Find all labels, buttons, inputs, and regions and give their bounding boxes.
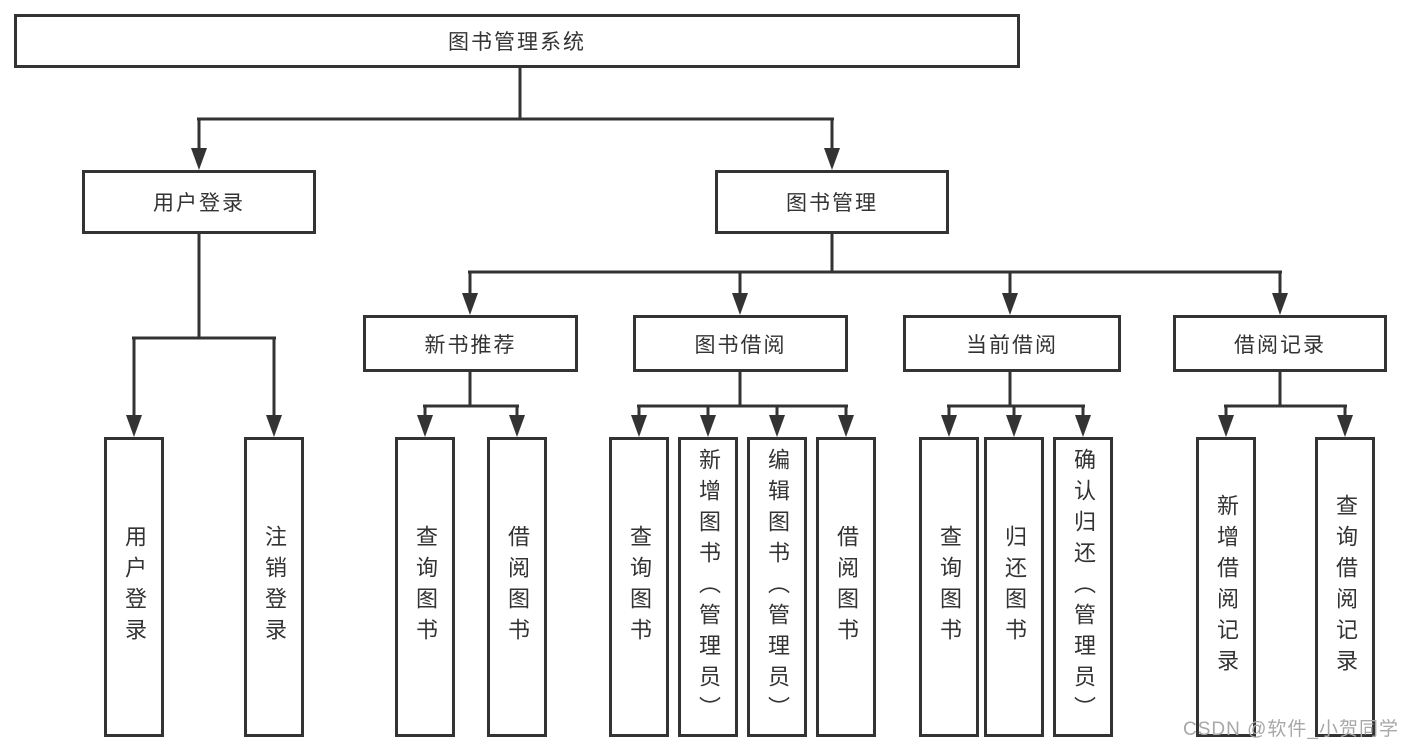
connector-book-management-children [468,234,1282,297]
node-user-login: 用户登录 [82,170,316,234]
node-new-book-recommend: 新书推荐 [363,315,578,372]
csdn-watermark: CSDN @软件_小贺同学 [1183,719,1399,740]
arrowhead-down [1337,415,1353,437]
node-label: 用户登录 [153,192,245,215]
leaf-label: 借阅图书 [505,525,530,649]
node-borrowing-records: 借阅记录 [1173,315,1387,372]
arrowhead-down [1075,415,1091,437]
connector-root-children [197,68,834,152]
arrowhead-down [838,415,854,437]
leaf-recommend-borrow-book: 借阅图书 [487,437,547,737]
leaf-user-login: 用户登录 [104,437,164,737]
leaf-borrowing-query-book: 查询图书 [609,437,669,737]
leaf-label: 查询图书 [627,525,652,649]
arrowhead-down [417,415,433,437]
arrowhead-down [462,293,478,315]
arrowhead-down [509,415,525,437]
leaf-label: 注销登录 [262,525,287,649]
node-current-borrowing: 当前借阅 [903,315,1121,372]
leaf-borrowing-edit-book-admin: 编辑图书（管理员） [747,437,807,737]
node-label: 新书推荐 [424,333,517,357]
leaf-label: 归还图书 [1002,525,1027,649]
leaf-current-confirm-return-admin: 确认归还（管理员） [1053,437,1113,737]
leaf-label: 查询图书 [937,525,962,649]
connector-recommend-children [423,372,519,419]
leaf-label: 用户登录 [122,525,147,649]
leaf-label: 新增图书（管理员） [696,447,721,727]
arrowhead-down [126,415,142,437]
leaf-label: 借阅图书 [834,525,859,649]
leaf-label: 新增借阅记录 [1214,494,1239,680]
node-book-management: 图书管理 [715,170,949,234]
leaf-label: 确认归还（管理员） [1071,447,1096,727]
node-book-borrowing: 图书借阅 [633,315,848,372]
arrowhead-down [732,293,748,315]
connector-records-children [1224,372,1347,419]
node-label: 图书借阅 [694,333,787,357]
arrowhead-down [1006,415,1022,437]
leaf-current-query-book: 查询图书 [919,437,979,737]
arrowhead-down [1272,293,1288,315]
arrowhead-down [824,148,840,170]
node-label: 图书管理 [786,192,878,215]
arrowhead-down [1002,293,1018,315]
arrowhead-down [191,148,207,170]
connector-borrowing-children [637,372,848,419]
leaf-records-add-record: 新增借阅记录 [1196,437,1256,737]
leaf-current-return-book: 归还图书 [984,437,1044,737]
leaf-records-query-record: 查询借阅记录 [1315,437,1375,737]
leaf-recommend-query-book: 查询图书 [395,437,455,737]
node-label: 借阅记录 [1234,333,1326,357]
arrowhead-down [1218,415,1234,437]
leaf-label: 查询图书 [413,525,438,649]
arrowhead-down [266,415,282,437]
leaf-borrowing-borrow-book: 借阅图书 [816,437,876,737]
leaf-borrowing-add-book-admin: 新增图书（管理员） [678,437,738,737]
leaf-label: 查询借阅记录 [1333,494,1358,680]
leaf-label: 编辑图书（管理员） [765,447,790,727]
arrowhead-down [631,415,647,437]
connector-user-login-children [132,234,276,419]
node-label: 当前借阅 [966,333,1058,357]
arrowhead-down [941,415,957,437]
node-root: 图书管理系统 [14,14,1020,68]
connector-current-children [947,372,1085,419]
node-label: 图书管理系统 [448,31,586,54]
arrowhead-down [700,415,716,437]
arrowhead-down [769,415,785,437]
leaf-logout-login: 注销登录 [244,437,304,737]
